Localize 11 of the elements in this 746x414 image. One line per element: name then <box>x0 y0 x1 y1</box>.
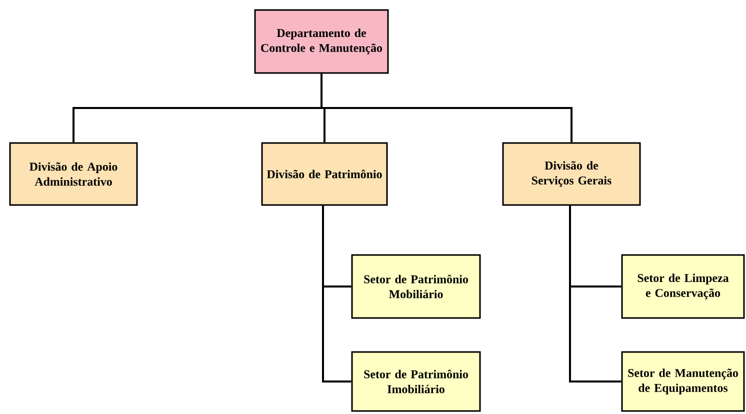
connector-line <box>569 205 622 382</box>
connector-line <box>320 74 572 142</box>
division-box: Divisão de Patrimônio <box>261 142 388 206</box>
division-box: Divisão de Serviços Gerais <box>502 142 641 206</box>
sector-box: Setor de Patrimônio Imobiliário <box>351 351 481 412</box>
connector-line <box>322 205 352 382</box>
sector-box: Setor de Limpeza e Conservação <box>621 254 745 319</box>
sector-box: Setor de Patrimônio Mobiliário <box>351 254 481 319</box>
department-box: Departamento de Controle e Manutenção <box>254 9 389 74</box>
division-box: Divisão de Apoio Administrativo <box>9 142 138 206</box>
sector-box: Setor de Manutenção de Equipamentos <box>621 351 745 412</box>
